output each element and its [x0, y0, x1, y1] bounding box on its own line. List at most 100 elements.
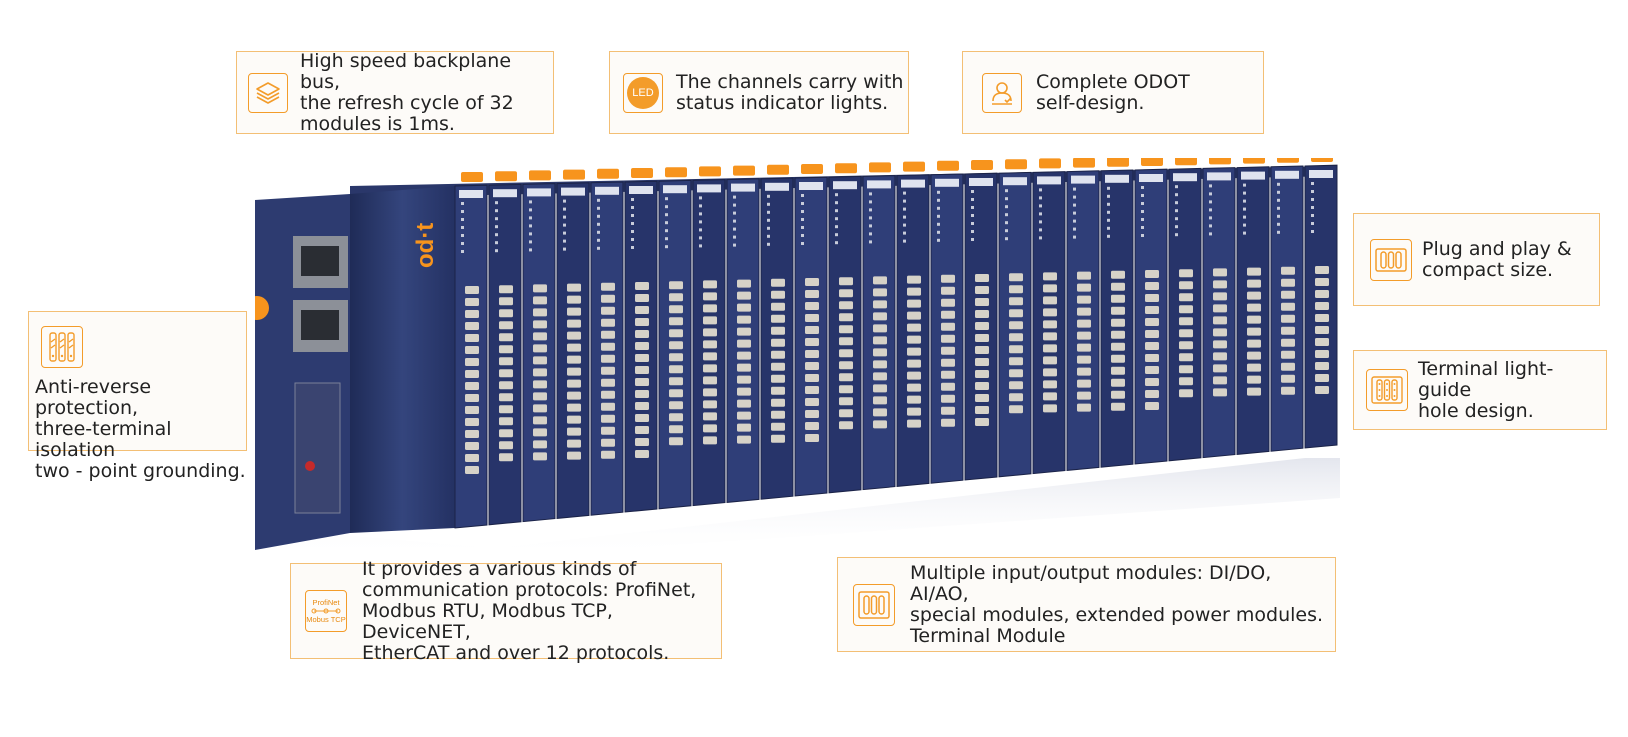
terminal-slot	[1315, 290, 1329, 298]
terminal-slot	[1077, 283, 1091, 292]
status-led	[835, 225, 838, 229]
terminal-slot	[1179, 365, 1193, 374]
terminal-slot	[873, 324, 887, 333]
status-led	[529, 224, 532, 228]
status-led	[563, 223, 566, 227]
terminal-slot	[1009, 405, 1023, 414]
terminal-slot	[771, 410, 785, 419]
module-label	[1173, 173, 1197, 182]
terminal-slot	[975, 394, 989, 402]
status-led	[1277, 190, 1280, 194]
terminal-slot	[635, 342, 649, 350]
status-led	[1141, 186, 1144, 189]
status-led	[597, 246, 600, 250]
terminal-lever	[1277, 158, 1299, 163]
terminal-slot	[703, 376, 717, 385]
terminal-slot	[839, 301, 853, 310]
status-led	[699, 220, 702, 224]
feature-text: The channels carry with status indicator…	[676, 70, 904, 114]
protection-icon	[41, 326, 83, 368]
terminal-slot	[737, 375, 751, 384]
status-led	[1039, 228, 1042, 232]
status-led	[1005, 229, 1008, 233]
status-led	[1039, 196, 1042, 200]
status-led	[869, 200, 872, 204]
status-led	[631, 246, 634, 249]
terminal-slot	[1009, 273, 1023, 282]
terminal-slot	[1145, 282, 1159, 290]
terminal-slot	[805, 338, 819, 346]
terminal-slot	[669, 389, 683, 398]
terminal-slot	[465, 382, 479, 390]
terminal-slot	[771, 434, 785, 443]
terminal-slot	[567, 295, 581, 304]
terminal-slot	[499, 369, 513, 378]
terminal-slot	[669, 353, 683, 362]
status-led	[869, 232, 872, 236]
module-label	[799, 182, 823, 190]
terminal-slot	[1315, 302, 1329, 310]
terminal-slot	[465, 442, 479, 450]
terminal-slot	[1009, 357, 1023, 366]
terminal-slot	[533, 308, 547, 317]
terminal-slot	[601, 378, 615, 387]
terminal-slot	[567, 343, 581, 352]
plc-device-image: od·t	[255, 158, 1340, 558]
terminal-slot	[839, 277, 853, 286]
status-led	[1311, 198, 1314, 201]
terminal-slot	[533, 392, 547, 401]
terminal-slot	[499, 345, 513, 354]
status-led	[495, 201, 498, 205]
status-led	[869, 224, 872, 228]
terminal-slot	[465, 310, 479, 318]
status-led	[699, 228, 702, 232]
floor-reflection	[255, 458, 1340, 558]
terminal-slot	[635, 318, 649, 326]
feature-text: Multiple input/output modules: DI/DO, AI…	[910, 561, 1324, 647]
terminal-slot	[499, 429, 513, 438]
terminal-slot	[1043, 308, 1057, 317]
status-led	[461, 226, 464, 229]
terminal-slot	[465, 418, 479, 426]
terminal-slot	[839, 373, 853, 382]
led-icon: LED	[623, 72, 663, 113]
module-label	[1105, 174, 1129, 183]
status-led	[1311, 230, 1314, 233]
terminal-slot	[975, 334, 989, 342]
module-label	[969, 178, 993, 186]
terminal-slot	[805, 362, 819, 370]
terminal-slot	[635, 450, 649, 458]
terminal-slot	[499, 285, 513, 294]
terminal-slot	[737, 411, 751, 420]
io-module	[1168, 167, 1202, 462]
terminal-lever	[495, 171, 517, 182]
terminal-slot	[567, 379, 581, 388]
status-led	[869, 208, 872, 212]
terminal-slot	[1281, 290, 1295, 299]
terminal-slot	[635, 354, 649, 362]
status-led	[801, 194, 804, 197]
status-led	[767, 202, 770, 206]
terminal-slot	[601, 450, 615, 459]
terminal-lever	[1073, 158, 1095, 168]
terminal-slot	[465, 286, 479, 294]
status-led	[1107, 194, 1110, 198]
terminal-slot	[1145, 390, 1159, 398]
power-knob	[255, 296, 269, 320]
terminal-slot	[1247, 327, 1261, 336]
status-led	[495, 225, 498, 229]
status-led	[699, 204, 702, 208]
terminal-slot	[839, 289, 853, 298]
terminal-slot	[1043, 368, 1057, 377]
status-led	[1107, 218, 1110, 222]
terminal-slot	[601, 390, 615, 399]
terminal-slot	[907, 287, 921, 296]
terminal-slot	[1179, 377, 1193, 386]
terminal-slot	[1315, 362, 1329, 370]
terminal-slot	[499, 453, 513, 462]
terminal-slot	[1179, 389, 1193, 398]
terminal-slot	[533, 332, 547, 341]
status-led	[1175, 185, 1178, 189]
module-label	[493, 189, 517, 198]
terminal-lever	[835, 163, 857, 174]
